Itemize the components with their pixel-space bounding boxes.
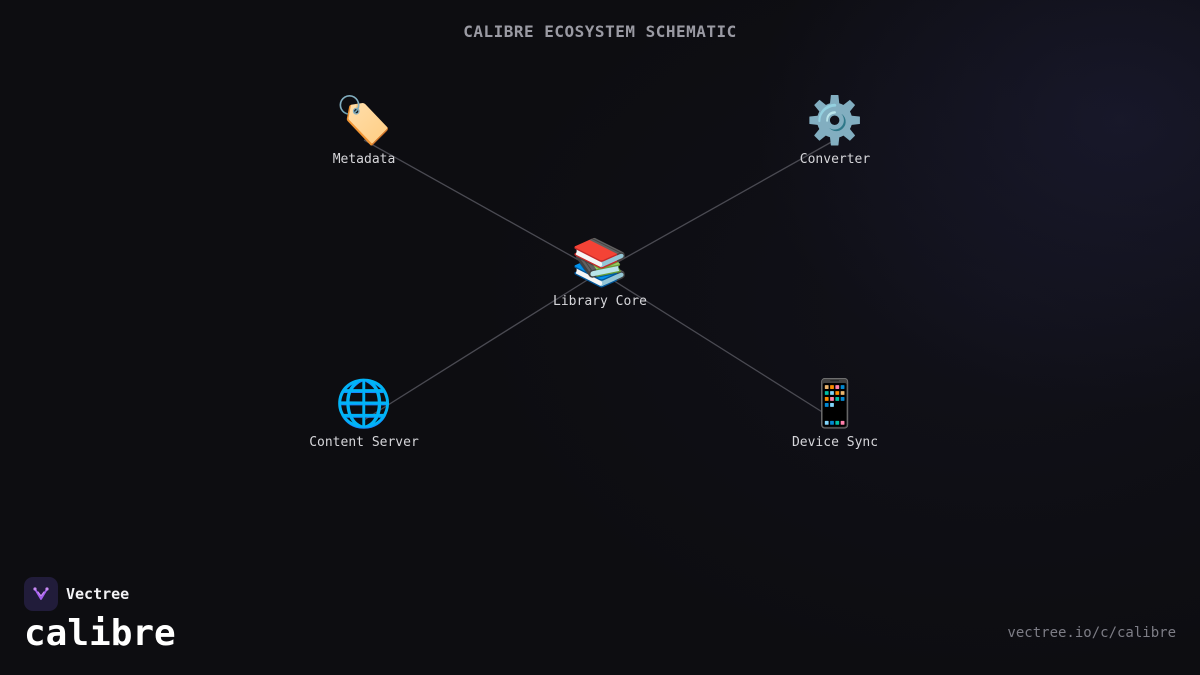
footer-url: vectree.io/c/calibre <box>1007 625 1176 641</box>
edge-core-server <box>363 271 601 421</box>
vectree-logo-icon <box>24 577 58 611</box>
diagram-title: CALIBRE ECOSYSTEM SCHEMATIC <box>463 22 737 41</box>
node-label: Library Core <box>553 294 647 309</box>
edge-core-metadata <box>363 139 601 273</box>
brand-block: Vectree calibre <box>24 577 176 654</box>
mobile-phone-icon: 📱 <box>806 376 864 430</box>
node-label: Converter <box>799 152 871 167</box>
node-device-sync[interactable]: 📱 Device Sync <box>755 375 915 450</box>
edge-core-converter <box>599 139 836 273</box>
node-library-core[interactable]: 📚 Library Core <box>520 234 680 309</box>
node-content-server[interactable]: 🌐 Content Server <box>284 375 444 450</box>
tag-icon: 🏷️ <box>335 93 393 147</box>
brand-name: Vectree <box>66 585 130 603</box>
node-label: Metadata <box>332 152 396 167</box>
node-label: Content Server <box>309 435 419 450</box>
globe-icon: 🌐 <box>335 376 393 430</box>
gear-icon: ⚙️ <box>806 93 864 147</box>
node-label: Device Sync <box>791 435 879 450</box>
books-icon: 📚 <box>571 235 629 289</box>
product-name: calibre <box>24 613 176 654</box>
edge-core-device <box>599 271 836 421</box>
node-metadata[interactable]: 🏷️ Metadata <box>284 92 444 167</box>
node-converter[interactable]: ⚙️ Converter <box>755 92 915 167</box>
